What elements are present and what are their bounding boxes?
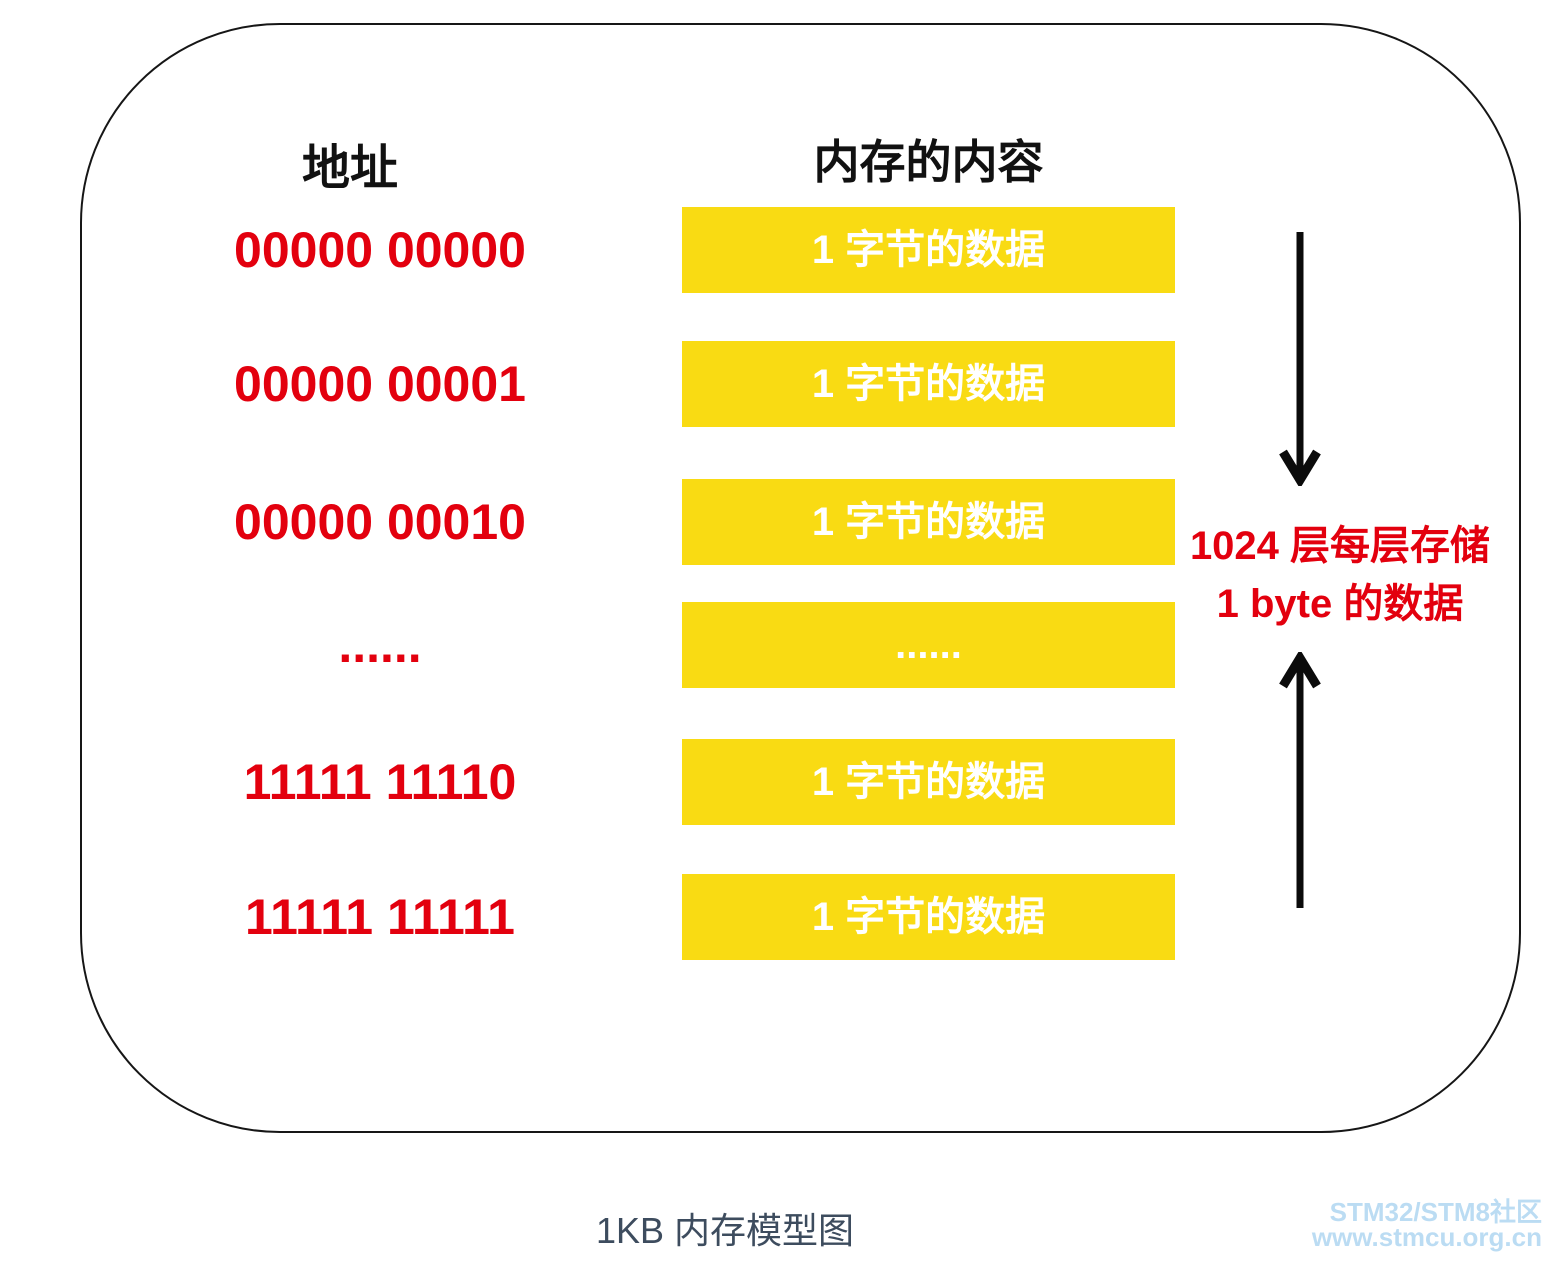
watermark-site-name: STM32/STM8社区 [1329,1197,1542,1227]
up-arrow-icon [1279,652,1321,908]
watermark-site-url: www.stmcu.org.cn [1311,1222,1542,1252]
memory-cell: 1 字节的数据 [682,341,1175,427]
address-column-header: 地址 [301,142,398,195]
capacity-annotation: 1024 层每层存储 1 byte 的数据 [1185,517,1495,633]
down-arrow-icon [1279,232,1321,486]
diagram-caption: 1KB 内存模型图 [595,1210,855,1251]
memory-cell: ...... [682,602,1175,688]
capacity-annotation-line1: 1024 层每层存储 [1189,524,1491,568]
memory-cell: 1 字节的数据 [682,479,1175,565]
address-label: 11111 11110 [243,754,517,810]
address-label: 11111 11111 [245,889,515,945]
address-label: 00000 00010 [234,494,526,550]
memory-row-ellipsis: ...... ...... [0,602,1550,688]
memory-row: 11111 11110 1 字节的数据 [0,739,1550,825]
memory-cell: 1 字节的数据 [682,874,1175,960]
capacity-annotation-line2: 1 byte 的数据 [1216,582,1464,626]
memory-row: 00000 00001 1 字节的数据 [0,341,1550,427]
memory-cell: 1 字节的数据 [682,739,1175,825]
memory-cell: 1 字节的数据 [682,207,1175,293]
watermark: STM32/STM8社区 www.stmcu.org.cn [1311,1197,1542,1252]
content-column-header: 内存的内容 [813,136,1044,188]
address-label: ...... [338,617,422,673]
memory-row: 00000 00000 1 字节的数据 [0,207,1550,293]
memory-row: 00000 00010 1 字节的数据 [0,479,1550,565]
address-label: 00000 00001 [234,356,526,412]
address-label: 00000 00000 [234,222,526,278]
memory-row: 11111 11111 1 字节的数据 [0,874,1550,960]
